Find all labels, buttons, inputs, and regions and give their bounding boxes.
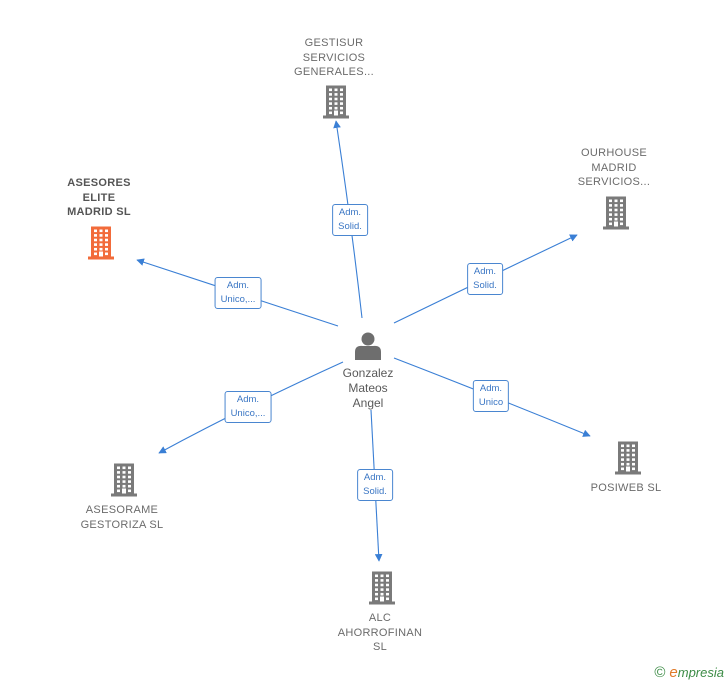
building-icon (369, 571, 395, 605)
edge-label-posiweb[interactable]: Adm. Unico (472, 380, 510, 412)
edge-label-asesorame[interactable]: Adm. Unico,... (224, 391, 272, 423)
building-icon (88, 226, 114, 260)
edge-label-gestisur[interactable]: Adm. Solid. (332, 204, 368, 236)
person-node-name[interactable]: Gonzalez Mateos Angel (342, 366, 394, 410)
edge-label-alc[interactable]: Adm. Solid. (357, 469, 393, 501)
company-node-gestisur[interactable]: GESTISUR SERVICIOS GENERALES... (293, 37, 375, 78)
person-icon (355, 332, 381, 360)
footer-brand: ©empresia (654, 664, 724, 681)
company-node-ourhouse[interactable]: OURHOUSE MADRID SERVICIOS... (577, 147, 651, 188)
building-icon (111, 463, 137, 497)
brand-name: mpresia (677, 665, 724, 680)
company-node-posiweb[interactable]: POSIWEB SL (590, 482, 662, 494)
company-node-alc[interactable]: ALC AHORROFINAN SL (337, 612, 423, 653)
brand-logo-e: e (669, 664, 678, 681)
building-icon (615, 441, 641, 475)
company-node-asesorame[interactable]: ASESORAME GESTORIZA SL (80, 504, 164, 531)
building-icon (603, 196, 629, 230)
edge-label-asesores[interactable]: Adm. Unico,... (214, 277, 262, 309)
copyright-icon: © (654, 664, 666, 681)
company-node-asesores[interactable]: ASESORES ELITE MADRID SL (67, 177, 131, 218)
building-icon (323, 85, 349, 119)
edge-label-ourhouse[interactable]: Adm. Solid. (467, 263, 503, 295)
